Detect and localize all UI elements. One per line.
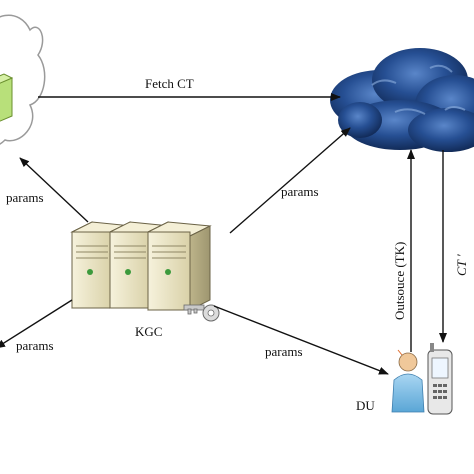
params-label-cloud: params (281, 184, 319, 199)
key-icon (183, 304, 220, 322)
owner-cloud (0, 14, 46, 145)
params-label-left-bottom: params (16, 338, 54, 353)
kgc-to-cloud-arrow (229, 127, 351, 234)
kgc-to-du-arrow (213, 305, 389, 375)
mobile-phone-icon (427, 343, 453, 415)
du-label: DU (356, 398, 375, 413)
fetch-ct-label: Fetch CT (145, 76, 194, 91)
kgc-to-owner-arrow (19, 157, 89, 223)
cloud-server-icon (330, 48, 474, 152)
outsource-tk-label: Outsouce (TK) (392, 242, 407, 320)
data-block-icon (0, 73, 14, 122)
params-label-du: params (265, 344, 303, 359)
ct-prime-label: CT ′ (454, 254, 469, 276)
params-label-left-top: params (6, 190, 44, 205)
kgc-to-left-arrow (0, 299, 73, 349)
kgc-label: KGC (135, 324, 162, 339)
kgc-server-icon (70, 221, 212, 311)
data-user-icon (391, 349, 425, 413)
